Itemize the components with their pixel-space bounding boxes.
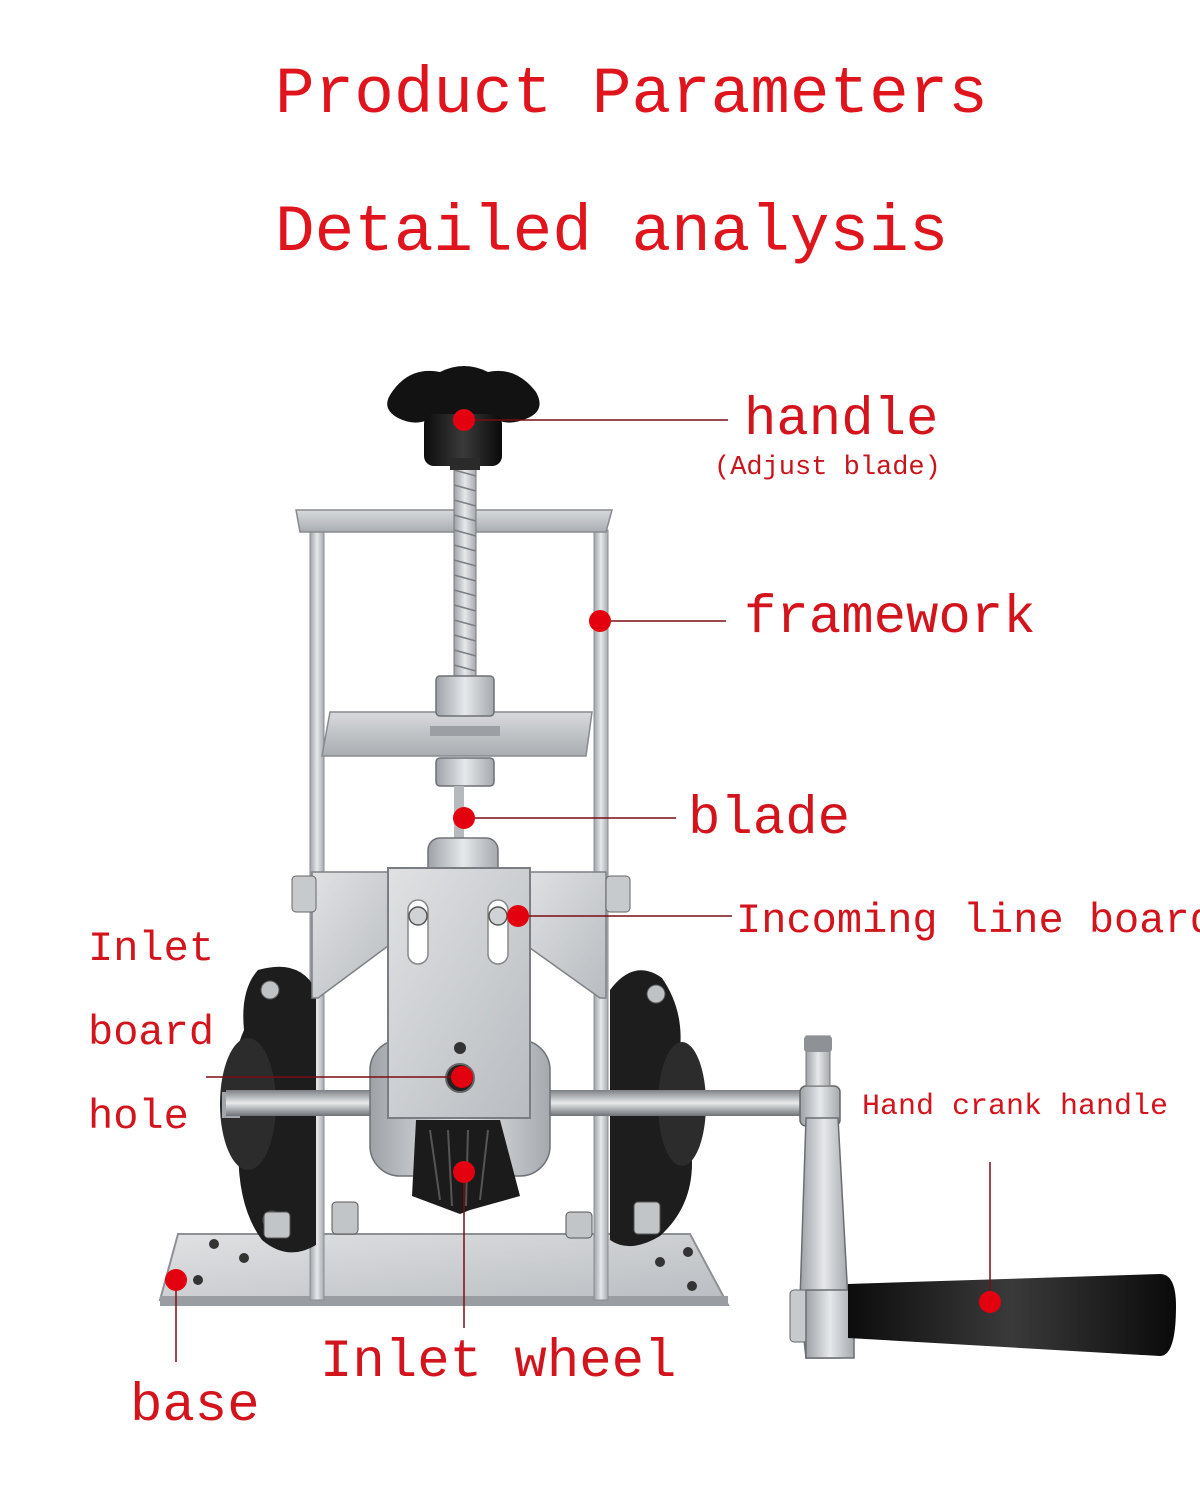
title-detailed-analysis: Detailed analysis: [275, 195, 949, 270]
marker-base: [165, 1269, 187, 1291]
label-incoming-line-board: Incoming line board: [736, 897, 1200, 945]
label-handle: handle: [744, 390, 939, 451]
marker-framework: [589, 610, 611, 632]
label-handle-note: (Adjust blade): [714, 453, 941, 483]
marker-inlet-board-hole: [451, 1066, 473, 1088]
label-base: base: [130, 1376, 260, 1437]
marker-hand-crank-handle: [979, 1291, 1001, 1313]
markers: [165, 409, 1001, 1313]
label-inlet-board-hole-line2: board: [88, 1009, 215, 1057]
title-product-parameters: Product Parameters: [275, 57, 988, 132]
label-inlet-wheel: Inlet wheel: [320, 1332, 677, 1393]
hand-crank: [789, 1035, 1176, 1359]
marker-handle: [453, 409, 475, 431]
base-plate: [158, 1233, 730, 1307]
label-framework: framework: [744, 588, 1036, 649]
marker-incoming-line-board: [507, 905, 529, 927]
marker-inlet-wheel: [453, 1161, 475, 1183]
label-inlet-board-hole-line3: hole: [88, 1093, 189, 1141]
side-brackets: [291, 871, 631, 999]
label-hand-crank-handle: Hand crank handle: [862, 1090, 1169, 1124]
base-bolts: [263, 1201, 661, 1239]
machine-illustration: [158, 366, 1176, 1359]
label-blade: blade: [688, 789, 851, 850]
label-inlet-board-hole-line1: Inlet: [88, 925, 215, 973]
star-knob: [387, 366, 540, 470]
marker-blade: [453, 807, 475, 829]
leader-lines: [175, 419, 991, 1362]
